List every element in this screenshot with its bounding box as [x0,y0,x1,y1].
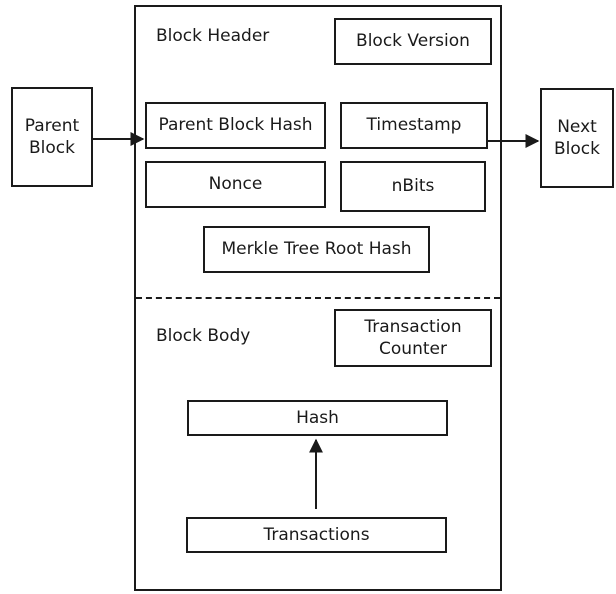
block-version-label: Block Version [356,31,470,52]
parent-block-label-line2: Block [29,138,75,158]
header-body-divider [136,297,500,299]
block-header-title: Block Header [156,26,270,46]
merkle-root-label: Merkle Tree Root Hash [221,239,412,260]
next-block-label-line1: Next [557,116,597,137]
timestamp-box: Timestamp [340,102,488,149]
nonce-label: Nonce [208,174,263,195]
timestamp-label: Timestamp [366,115,462,136]
hash-box: Hash [187,400,448,436]
parent-block-label-line1: Parent [24,115,80,136]
transactions-label: Transactions [263,524,370,545]
transaction-counter-box: Transaction Counter [334,309,492,367]
block-container [134,5,502,591]
next-block-box: Next Block [540,88,614,188]
transactions-box: Transactions [186,517,447,553]
nbits-box: nBits [340,161,486,212]
nonce-box: Nonce [145,161,326,208]
next-block-label-line2: Block [554,139,600,159]
parent-block-hash-box: Parent Block Hash [145,102,326,149]
parent-block-box: Parent Block [11,87,93,187]
block-version-box: Block Version [334,18,492,65]
transaction-counter-line2: Counter [379,339,447,359]
merkle-root-box: Merkle Tree Root Hash [203,226,430,273]
hash-label: Hash [296,407,339,428]
block-body-title: Block Body [156,326,251,346]
nbits-label: nBits [391,176,435,197]
transaction-counter-line1: Transaction [364,316,462,337]
parent-block-hash-label: Parent Block Hash [158,115,313,136]
